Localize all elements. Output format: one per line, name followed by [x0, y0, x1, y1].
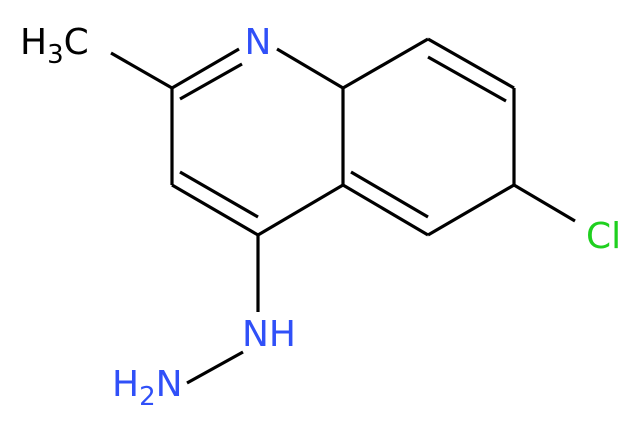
benzene-ring-bonds — [342, 37, 516, 237]
bond-c8-c7 — [427, 37, 515, 90]
amine-nh2-label: H2N — [112, 364, 183, 412]
hydrazine-nh-label: NH — [242, 314, 296, 355]
bond-n1-c2 — [171, 47, 240, 90]
bond-nh-nh2 — [186, 350, 244, 385]
bond-c4-c4a — [257, 183, 344, 237]
amine-n: N — [156, 364, 183, 405]
pyridine-ring-bonds — [170, 47, 345, 237]
bond-c3-c4 — [171, 183, 259, 237]
amine-subscript: 2 — [139, 382, 156, 412]
bond-c2-methyl — [110, 51, 173, 90]
substituent-bonds — [110, 51, 576, 385]
bond-c6-cl — [513, 183, 576, 223]
bond-c3-c4-double — [179, 170, 259, 219]
bond-c8a-c8 — [342, 37, 429, 90]
amine-h: H — [112, 364, 139, 405]
bond-n1-c2-double — [179, 62, 243, 101]
bond-c8-c7-double — [427, 55, 507, 103]
ring-nitrogen-label: N — [245, 22, 272, 63]
bond-c5-c4a — [342, 183, 429, 237]
bond-n1-c8a — [276, 47, 344, 90]
methyl-group-label: H3C — [20, 22, 89, 70]
atom-labels: N H3C Cl NH H2N — [20, 22, 621, 412]
chlorine-label: Cl — [586, 216, 621, 257]
methyl-subscript: 3 — [47, 40, 64, 70]
bond-c6-c5 — [427, 183, 515, 237]
methyl-h: H — [20, 22, 47, 63]
bond-c5-c4a-double — [350, 170, 429, 219]
methyl-c: C — [64, 22, 89, 63]
